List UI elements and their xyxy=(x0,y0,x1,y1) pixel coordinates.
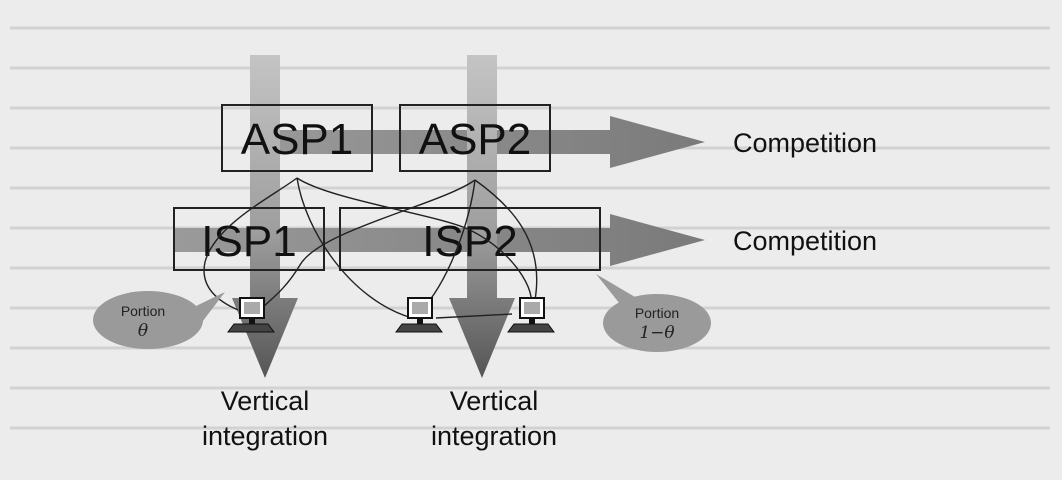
portion-bubble-left-word: Portion xyxy=(121,303,165,319)
vertical-arrow-right xyxy=(449,55,515,378)
vertical-label-left-line1: Vertical xyxy=(221,386,310,416)
computer-icon xyxy=(507,297,555,333)
node-asp1: ASP1 xyxy=(221,104,373,172)
node-isp2-label: ISP2 xyxy=(422,217,517,266)
competition-label-top: Competition xyxy=(733,128,877,158)
portion-bubble-right-symbol: 1−θ xyxy=(639,323,674,343)
portion-bubble-right-word: Portion xyxy=(635,305,679,321)
competition-arrow-bottom xyxy=(175,214,705,266)
computer-icon xyxy=(227,297,275,333)
portion-bubble-left-symbol: θ xyxy=(138,321,148,341)
portion-bubble-left: Portion θ xyxy=(93,291,225,349)
vertical-label-right-line2: integration xyxy=(431,421,557,451)
vertical-label-right-line1: Vertical xyxy=(450,386,539,416)
node-asp1-label: ASP1 xyxy=(241,115,354,164)
portion-bubble-right: Portion 1−θ xyxy=(596,274,711,352)
node-isp1: ISP1 xyxy=(173,207,325,271)
vertical-label-left-line2: integration xyxy=(202,421,328,451)
node-asp2-label: ASP2 xyxy=(419,115,532,164)
node-isp1-label: ISP1 xyxy=(201,217,296,266)
vertical-arrow-left xyxy=(232,55,298,378)
computer-icon xyxy=(395,297,443,333)
node-asp2: ASP2 xyxy=(399,104,551,172)
competition-label-bottom: Competition xyxy=(733,226,877,256)
